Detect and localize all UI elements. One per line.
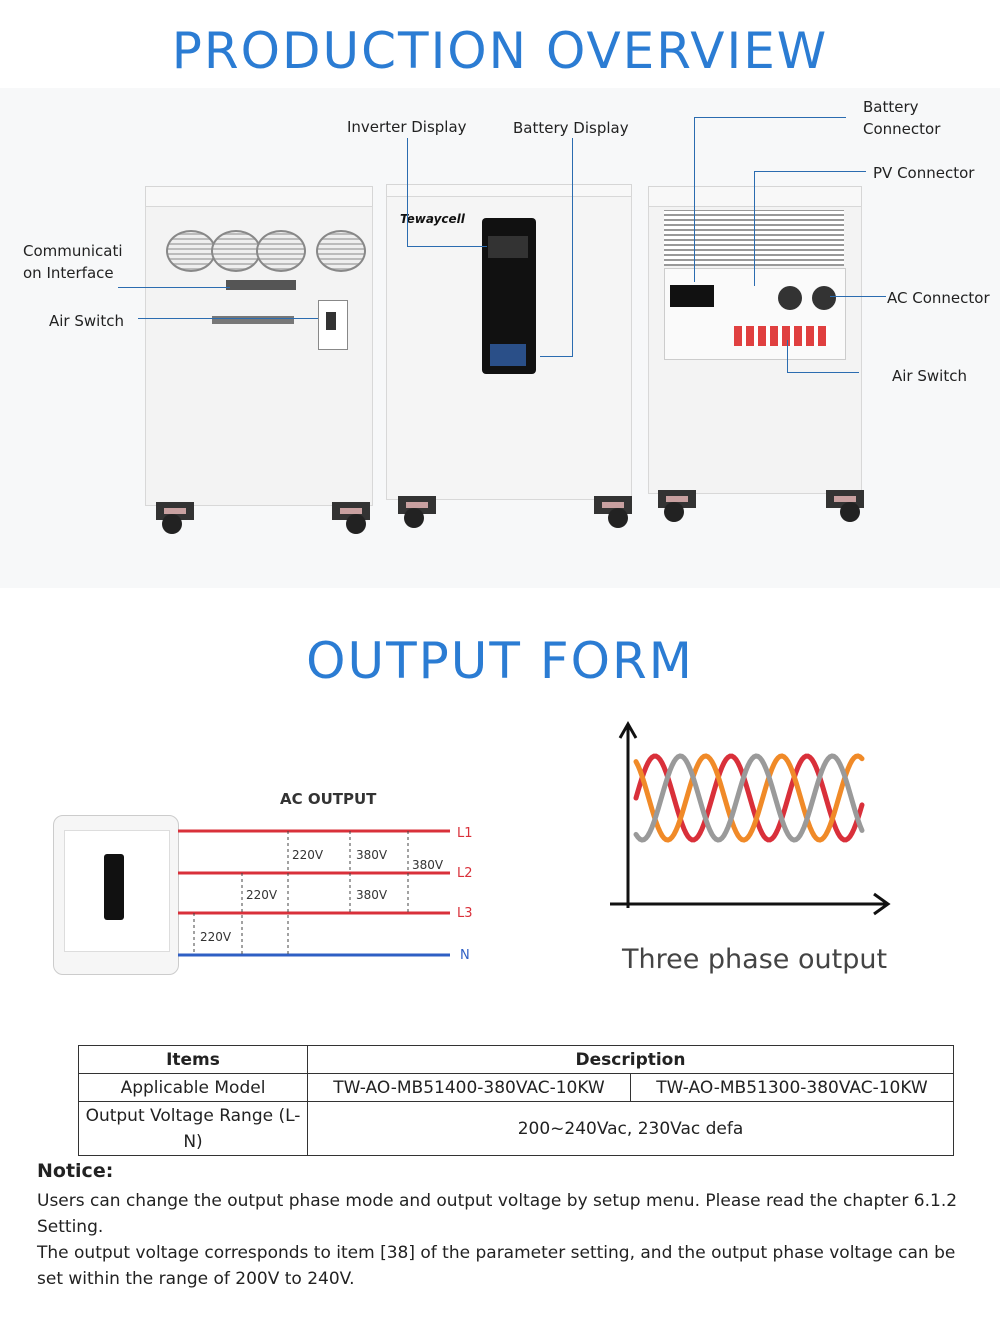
ac-output-title: AC OUTPUT bbox=[280, 790, 377, 808]
table-cell-value: TW-AO-MB51300-380VAC-10KW bbox=[630, 1073, 954, 1102]
line-label-l3: L3 bbox=[457, 906, 473, 921]
line-label-l2: L2 bbox=[457, 866, 473, 881]
notice-title: Notice: bbox=[37, 1160, 114, 1182]
voltage-label: 380V bbox=[356, 888, 388, 902]
callout-ac-connector: AC Connector bbox=[887, 289, 990, 307]
voltage-label: 380V bbox=[412, 858, 444, 872]
callout-battery-connector: Battery Connector bbox=[863, 98, 941, 138]
callout-communication-interface: Communication Interface bbox=[23, 242, 123, 282]
table-cell-item: Output Voltage Range (L-N) bbox=[78, 1101, 308, 1156]
overview-header bbox=[0, 0, 1000, 88]
three-phase-waveform bbox=[610, 720, 891, 916]
brand-logo: Tewaycell bbox=[400, 212, 465, 226]
ac-output-diagram bbox=[178, 829, 450, 957]
phase-wave bbox=[633, 753, 865, 843]
table-row: Output Voltage Range (L-N) 200~240Vac, 2… bbox=[78, 1101, 954, 1156]
notice-paragraph: The output voltage corresponds to item [… bbox=[37, 1243, 956, 1289]
voltage-label: 220V bbox=[292, 848, 324, 862]
callout-pv-connector: PV Connector bbox=[873, 164, 975, 182]
line-label-n: N bbox=[460, 948, 470, 963]
table-cell-value: 200~240Vac, 230Vac defa bbox=[307, 1101, 954, 1156]
notice-paragraph: Users can change the output phase mode a… bbox=[37, 1191, 958, 1237]
table-row: Applicable Model TW-AO-MB51400-380VAC-10… bbox=[78, 1073, 954, 1102]
callout-air-switch-right: Air Switch bbox=[892, 367, 967, 385]
waveform-caption: Three phase output bbox=[622, 944, 888, 975]
notice-body: Users can change the output phase mode a… bbox=[37, 1188, 967, 1292]
line-label-l1: L1 bbox=[457, 826, 473, 841]
callout-battery-display: Battery Display bbox=[513, 119, 629, 137]
callout-inverter-display: Inverter Display bbox=[347, 118, 467, 136]
table-cell-value: TW-AO-MB51400-380VAC-10KW bbox=[307, 1073, 631, 1102]
table-header-description: Description bbox=[307, 1045, 954, 1074]
voltage-label: 220V bbox=[246, 888, 278, 902]
table-header-items: Items bbox=[78, 1045, 308, 1074]
spec-table: Items Description Applicable Model TW-AO… bbox=[78, 1045, 954, 1156]
table-cell-item: Applicable Model bbox=[78, 1073, 308, 1102]
phase-wave bbox=[633, 753, 865, 843]
ac-output-unit-image bbox=[53, 815, 179, 975]
output-form-title: OUTPUT FORM bbox=[306, 632, 694, 690]
voltage-label: 380V bbox=[356, 848, 388, 862]
phase-wave bbox=[633, 753, 865, 843]
overview-title: PRODUCTION OVERVIEW bbox=[171, 22, 829, 80]
callout-air-switch-left: Air Switch bbox=[49, 312, 124, 330]
voltage-label: 220V bbox=[200, 930, 232, 944]
